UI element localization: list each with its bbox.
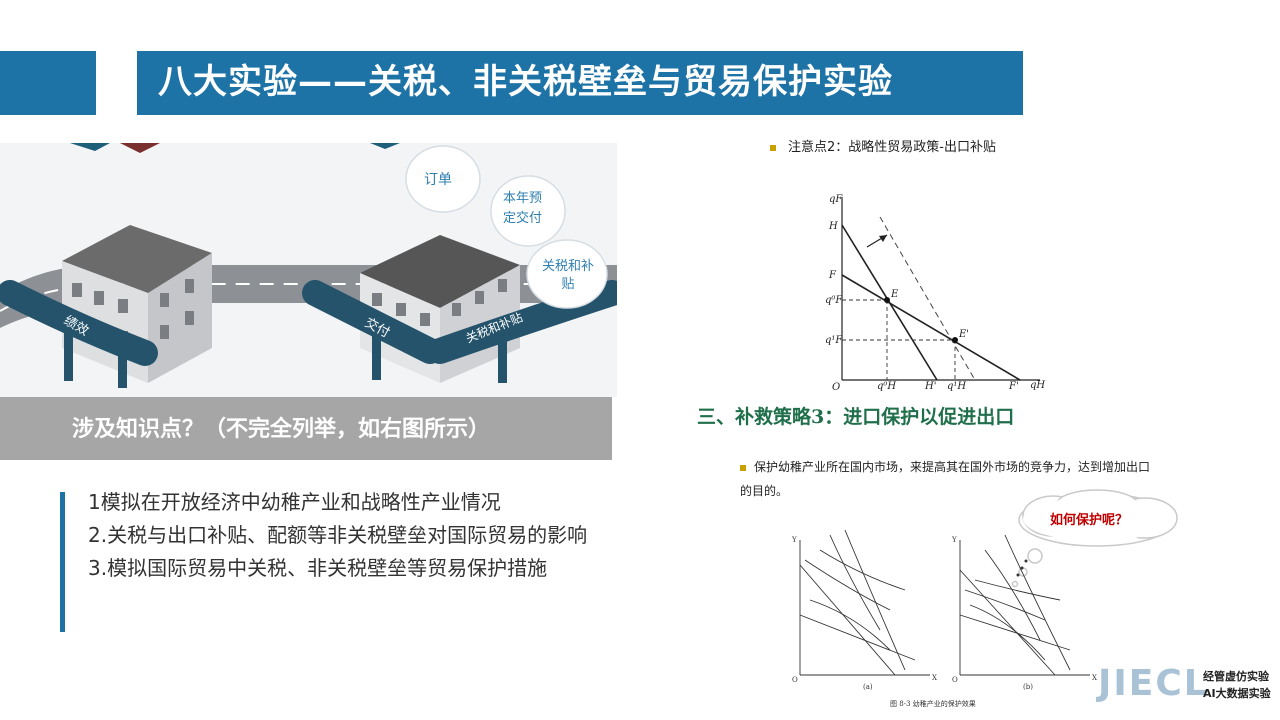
svg-text:H': H' [924, 381, 936, 392]
svg-text:X: X [1092, 674, 1097, 682]
knowledge-banner-text: 涉及知识点？（不完全列举，如右图所示） [72, 417, 491, 442]
title-bar [137, 51, 1023, 115]
svg-text:E': E' [958, 329, 969, 340]
bullet-accent-line [60, 492, 65, 632]
svg-text:F': F' [1008, 381, 1019, 392]
jiecl-logo: JIECL [1098, 663, 1209, 704]
strategy-paragraph: 保护幼稚产业所在国内市场，来提高其在国外市场的竞争力，达到增加出口的目的。 [740, 455, 1160, 503]
note-text: 注意点2：战略性贸易政策-出口补贴 [788, 140, 996, 155]
svg-text:X: X [932, 674, 937, 682]
export-subsidy-graph: qF qH O H F q⁰F q¹F q⁰H H' q¹H F' E E' [825, 194, 1045, 393]
svg-text:O: O [792, 676, 798, 684]
panel-a-label: (a) [863, 683, 873, 691]
y-axis-label: qF [829, 194, 843, 205]
reaction-curve-f [841, 274, 1021, 381]
svg-text:q⁰H: q⁰H [877, 381, 896, 392]
svg-text:q¹H: q¹H [947, 381, 966, 392]
svg-text:q⁰F: q⁰F [825, 295, 843, 306]
bubble-delivery: 本年预 定交付 [503, 191, 543, 226]
list-item: 1模拟在开放经济中幼稚产业和战略性产业情况 [88, 490, 501, 514]
point-e-prime [952, 337, 958, 343]
svg-text:q¹F: q¹F [825, 335, 843, 346]
logo-subtitle: 经管虚仿实验 AI大数据实验 [1203, 670, 1271, 700]
page-title: 八大实验——关税、非关税壁垒与贸易保护实验 [158, 62, 893, 102]
title-accent-block [0, 51, 96, 115]
x-axis-label: qH [1030, 380, 1045, 391]
origin-label: O [832, 382, 840, 393]
bullet-square-icon [740, 464, 746, 471]
bullet-square-icon [770, 144, 776, 151]
svg-text:O: O [952, 676, 958, 684]
paragraph-text: 保护幼稚产业所在国内市场，来提高其在国外市场的竞争力，达到增加出口的目的。 [740, 460, 1151, 498]
point-e [884, 297, 890, 303]
shifted-curve [879, 216, 976, 381]
figure-caption: 图 8-3 幼稚产业的保护效果 [890, 699, 976, 708]
thought-cloud [1011, 489, 1178, 588]
infant-industry-graph: Y X O Y X O (a) (b) 图 8-3 幼稚产业的保护效果 [791, 529, 1097, 708]
svg-text:H: H [828, 221, 838, 232]
panel-b-label: (b) [1023, 683, 1033, 691]
list-item: 2.关税与出口补贴、配额等非关税壁垒对国际贸易的影响 [88, 523, 588, 547]
list-item: 3.模拟国际贸易中关税、非关税壁垒等贸易保护措施 [88, 556, 548, 580]
bubble-tariff: 关税和补 贴 [541, 259, 594, 292]
svg-text:F: F [828, 270, 837, 281]
note-export-subsidy: 注意点2：战略性贸易政策-出口补贴 [770, 136, 996, 155]
knowledge-banner: 涉及知识点？（不完全列举，如右图所示） [0, 397, 612, 460]
scene-svg [0, 143, 617, 388]
remedy-strategy-heading: 三、补救策略3：进口保护以促进出口 [697, 406, 1015, 428]
bubble-order: 订单 [424, 172, 452, 188]
simulation-illustration: 订单 本年预 定交付 关税和补 贴 绩效 交付 关税和补贴 [0, 143, 617, 397]
knowledge-list: 1模拟在开放经济中幼稚产业和战略性产业情况 2.关税与出口补贴、配额等非关税壁垒… [88, 486, 608, 585]
svg-text:Y: Y [791, 536, 797, 544]
cloud-text: 如何保护呢？ [1050, 513, 1129, 528]
svg-text:Y: Y [951, 536, 957, 544]
svg-text:E: E [890, 289, 899, 300]
